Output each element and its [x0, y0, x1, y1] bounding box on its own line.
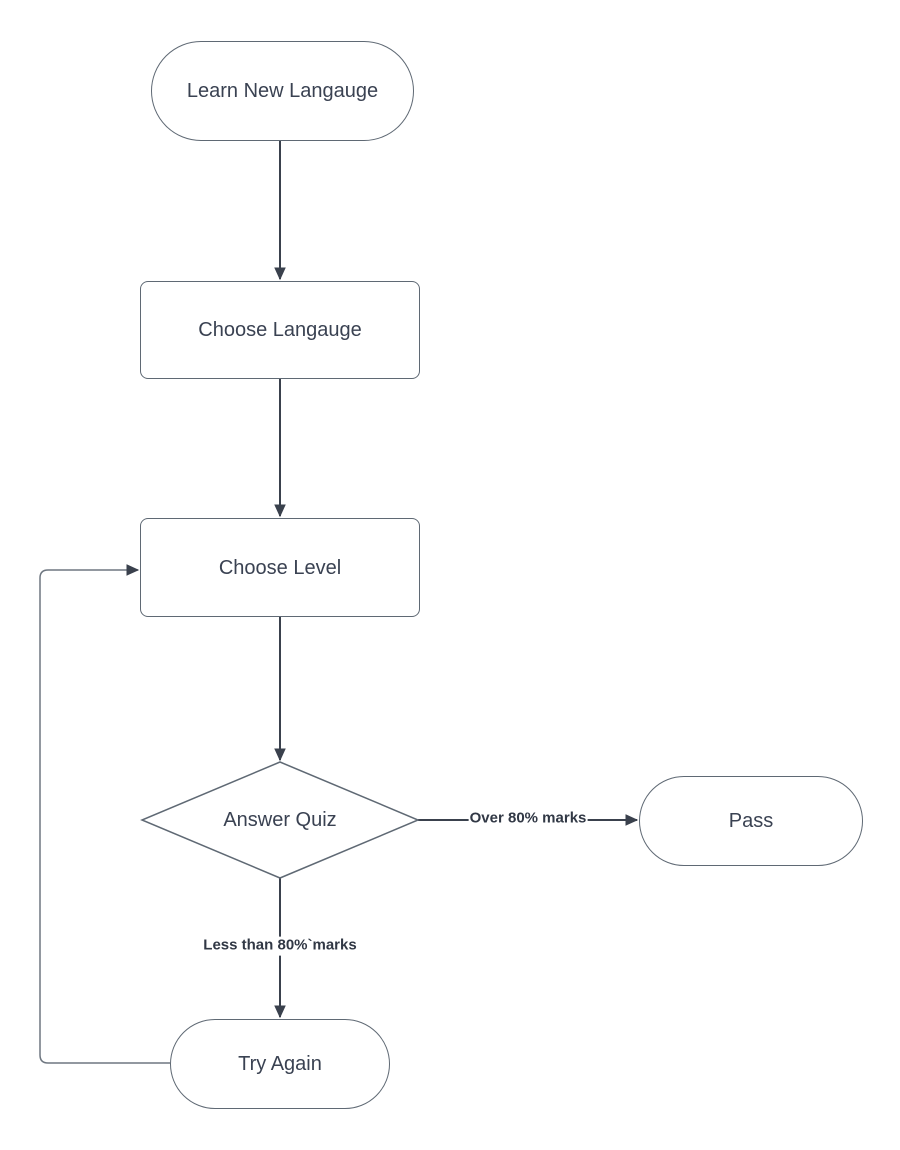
node-answer-quiz: Answer Quiz [180, 806, 380, 834]
node-try-again-label: Try Again [238, 1053, 322, 1075]
node-choose-level: Choose Level [140, 518, 420, 617]
node-answer-quiz-shape [140, 761, 420, 879]
edge-tryagain-to-chooselevel [39, 564, 170, 1064]
edge-label-over-80-marks: Over 80% marks [468, 809, 588, 829]
node-choose-language-label: Choose Langauge [198, 319, 362, 341]
node-pass: Pass [639, 776, 863, 866]
node-learn-new-language: Learn New Langauge [151, 41, 414, 141]
node-pass-label: Pass [728, 810, 774, 832]
node-learn-new-language-label: Learn New Langauge [186, 80, 379, 102]
node-choose-language: Choose Langauge [140, 281, 420, 379]
edge-label-less-than-80-marks: Less than 80%`marks [202, 936, 358, 956]
node-try-again: Try Again [170, 1019, 390, 1109]
node-answer-quiz-label: Answer Quiz [223, 808, 337, 831]
node-choose-level-label: Choose Level [218, 556, 342, 579]
